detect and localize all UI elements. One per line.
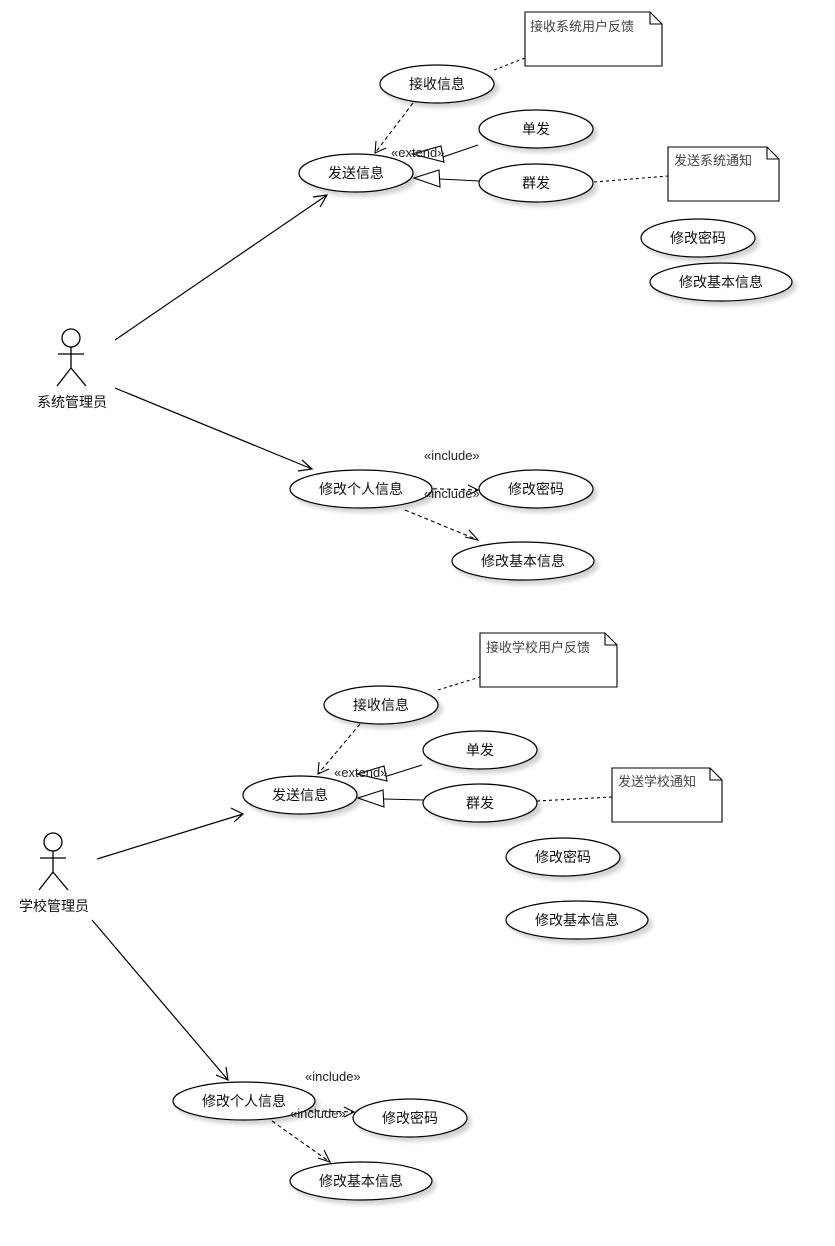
generalization-line [439, 144, 479, 159]
hollow-triangle-icon [354, 765, 388, 782]
use-case-single-send[interactable]: 单发 [422, 730, 538, 770]
note-fold-icon [709, 768, 722, 781]
arrowhead-icon [317, 1149, 332, 1163]
association-line [91, 919, 229, 1081]
use-case-label: 接收信息 [409, 76, 465, 93]
generalization-line [383, 798, 424, 801]
arrowhead-icon [374, 140, 387, 154]
note-label: 接收系统用户反馈 [530, 19, 634, 35]
use-case-label: 群发 [466, 796, 494, 812]
include-label: «include» [424, 448, 480, 463]
note-fold-icon [649, 12, 662, 25]
note-anchor-line [536, 796, 613, 802]
include-line [271, 1120, 331, 1163]
note-label: 接收学校用户反馈 [486, 640, 590, 656]
note-send-notice[interactable]: 发送学校通知 [611, 767, 723, 823]
use-case-group-send[interactable]: 群发 [478, 163, 594, 203]
use-case-change-password[interactable]: 修改密码 [478, 469, 594, 509]
association-line [96, 813, 244, 860]
actor-head-icon [43, 832, 63, 852]
dependency-line [317, 723, 361, 775]
actor-head-icon [61, 328, 81, 348]
use-case-label: 单发 [466, 743, 494, 759]
arrowhead-icon [317, 761, 330, 775]
use-case-label: 修改密码 [508, 481, 564, 498]
use-case-label: 修改基本信息 [481, 553, 565, 570]
generalization-line [383, 764, 423, 778]
note-receive-feedback[interactable]: 接收系统用户反馈 [524, 11, 663, 67]
include-label: «include» [424, 486, 480, 501]
use-case-group-send[interactable]: 群发 [422, 783, 538, 823]
note-anchor-line [493, 57, 526, 71]
include-label: «include» [290, 1106, 346, 1121]
use-case-label: 群发 [522, 176, 550, 192]
arrowhead-icon [467, 484, 480, 496]
actor-system-admin[interactable] [56, 328, 87, 387]
association-line [114, 194, 328, 341]
note-anchor-line [593, 175, 669, 183]
arrowhead-icon [297, 459, 314, 472]
use-case-single-send[interactable]: 单发 [478, 109, 594, 149]
use-case-label: 修改基本信息 [679, 274, 763, 291]
use-case-change-basic-loose[interactable]: 修改基本信息 [505, 900, 649, 940]
note-receive-feedback[interactable]: 接收学校用户反馈 [479, 632, 618, 688]
use-case-receive-info[interactable]: 接收信息 [379, 64, 495, 104]
arrowhead-icon [464, 529, 480, 541]
use-case-label: 修改密码 [382, 1110, 438, 1127]
extend-label: «extend» [391, 145, 445, 160]
use-case-modify-personal[interactable]: 修改个人信息 [172, 1081, 316, 1121]
use-case-change-basic-loose[interactable]: 修改基本信息 [649, 262, 793, 302]
use-case-label: 接收信息 [353, 697, 409, 714]
use-case-change-basic[interactable]: 修改基本信息 [451, 541, 595, 581]
top-section: 系统管理员 接收信息 [37, 11, 793, 581]
arrowhead-icon [215, 1066, 229, 1081]
use-case-change-password-loose[interactable]: 修改密码 [505, 837, 621, 877]
arrowhead-icon [230, 807, 245, 823]
include-line [404, 509, 479, 541]
use-case-change-password[interactable]: 修改密码 [352, 1098, 468, 1138]
note-send-notice[interactable]: 发送系统通知 [667, 146, 780, 202]
use-case-label: 修改个人信息 [319, 481, 403, 498]
dependency-line [374, 102, 414, 154]
use-case-send-info[interactable]: 发送信息 [298, 153, 414, 193]
use-case-change-basic[interactable]: 修改基本信息 [289, 1161, 433, 1201]
actor-label: 学校管理员 [19, 898, 89, 915]
generalization-line [439, 178, 480, 182]
actor-label: 系统管理员 [37, 395, 107, 411]
use-case-label: 修改基本信息 [535, 912, 619, 929]
use-case-send-info[interactable]: 发送信息 [242, 775, 358, 815]
association-line [114, 387, 313, 470]
hollow-triangle-icon [356, 789, 385, 808]
extend-label: «extend» [334, 765, 388, 780]
use-case-label: 发送信息 [272, 787, 328, 804]
note-anchor-line [437, 676, 481, 691]
note-label: 发送系统通知 [674, 153, 752, 169]
use-case-label: 修改密码 [670, 230, 726, 247]
hollow-triangle-icon [412, 169, 441, 188]
actor-school-admin[interactable] [38, 832, 69, 891]
use-case-label: 单发 [522, 122, 550, 138]
arrowhead-icon [312, 194, 329, 208]
note-label: 发送学校通知 [618, 774, 696, 790]
note-fold-icon [766, 147, 779, 160]
arrowhead-icon [343, 1106, 356, 1118]
use-case-receive-info[interactable]: 接收信息 [323, 685, 439, 725]
use-case-modify-personal[interactable]: 修改个人信息 [289, 469, 433, 509]
use-case-label: 修改基本信息 [319, 1173, 403, 1190]
include-label: «include» [305, 1069, 361, 1084]
note-fold-icon [604, 633, 617, 646]
include-line [404, 487, 479, 491]
use-case-change-password-loose[interactable]: 修改密码 [640, 218, 756, 258]
use-case-label: 发送信息 [328, 165, 384, 182]
use-case-label: 修改个人信息 [202, 1093, 286, 1110]
bottom-section: 学校管理员 接收信息 [19, 632, 723, 1201]
use-case-label: 修改密码 [535, 849, 591, 866]
hollow-triangle-icon [409, 145, 445, 163]
